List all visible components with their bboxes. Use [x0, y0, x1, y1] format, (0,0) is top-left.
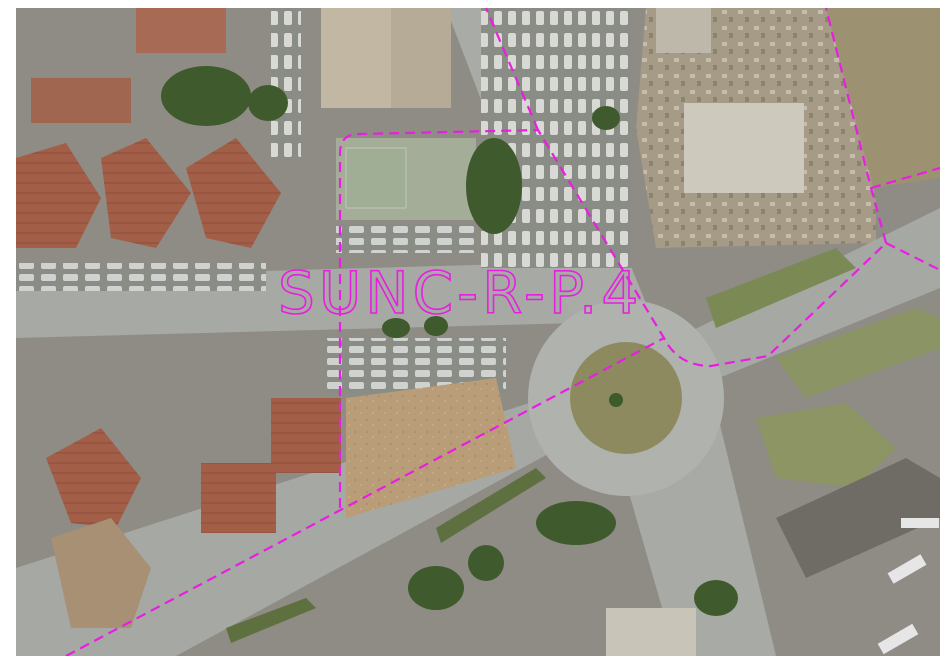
grass-verge: [776, 308, 940, 398]
residential-block: [186, 138, 281, 248]
building: [31, 78, 131, 123]
grass-verge: [436, 468, 546, 543]
roundabout-island: [570, 342, 682, 454]
building-under-construction: [684, 103, 804, 193]
parking-lot: [336, 223, 476, 253]
residential-block: [46, 428, 141, 528]
residential-block: [101, 138, 191, 248]
grass-verge: [706, 248, 856, 328]
grass-verge: [226, 598, 316, 643]
dry-field: [826, 8, 940, 188]
commercial-building: [776, 458, 940, 578]
bus: [901, 518, 939, 528]
aerial-map[interactable]: SUNC-R-P.4: [16, 8, 940, 656]
palm-tree: [609, 393, 623, 407]
zone-label: SUNC-R-P.4: [278, 259, 642, 327]
bus: [877, 623, 919, 655]
building: [136, 8, 226, 53]
grass-verge: [756, 403, 896, 488]
building: [606, 608, 696, 656]
tree-canopy: [161, 66, 738, 616]
residential-block: [16, 143, 101, 248]
bus: [887, 554, 927, 584]
parking-lot: [16, 263, 266, 291]
empty-lot: [346, 378, 516, 518]
building: [391, 8, 451, 108]
residential-block: [271, 398, 341, 473]
zone-boundary: [65, 8, 940, 656]
residential-block: [201, 463, 276, 533]
building-frame: [656, 8, 711, 53]
building: [321, 8, 396, 108]
parking-lot: [271, 8, 301, 158]
court-field: [345, 147, 407, 209]
residential-block: [51, 518, 151, 628]
